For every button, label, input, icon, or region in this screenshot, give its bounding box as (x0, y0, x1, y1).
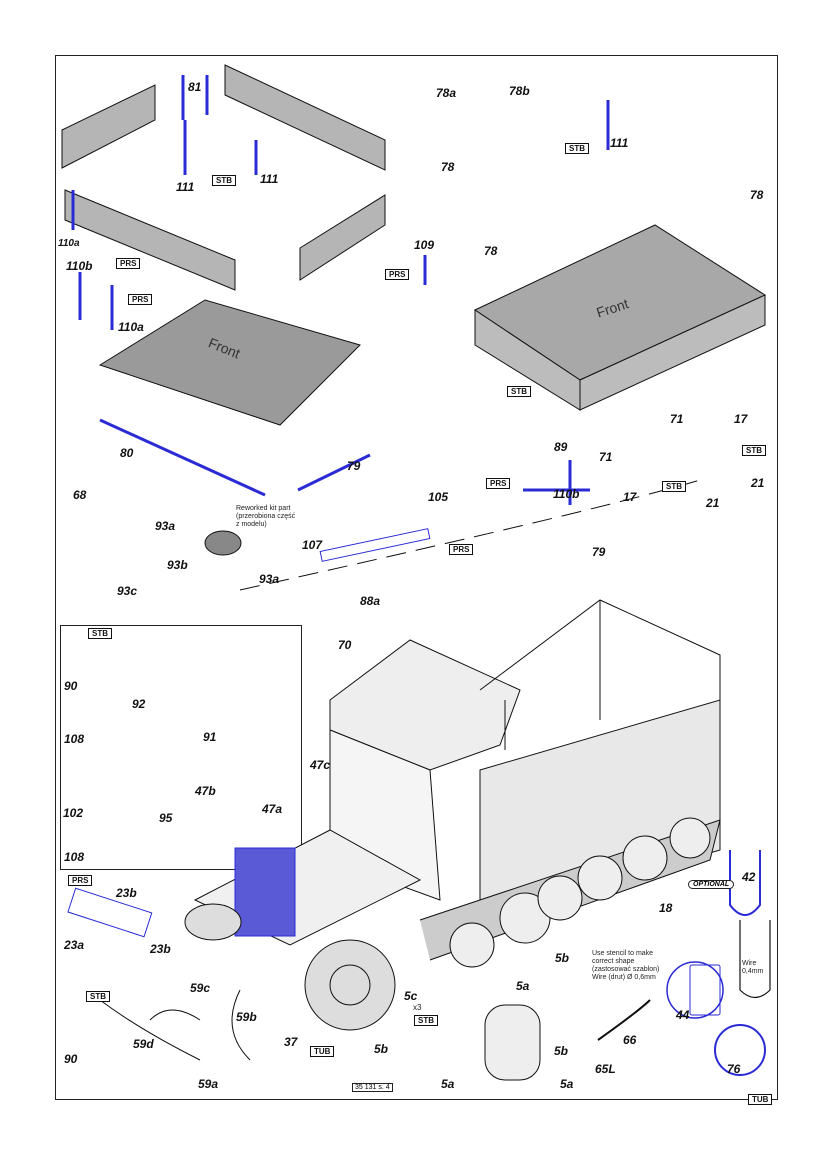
stencil-note: Use stencil to make correct shape (zasto… (592, 950, 660, 981)
part-label: 108 (64, 850, 85, 864)
part-label: 47c (310, 758, 331, 772)
part-label: 47a (262, 802, 283, 816)
part-label: 110b (553, 487, 580, 501)
part-label: 95 (159, 811, 173, 825)
part-label: 105 (428, 490, 449, 504)
part-label: 111 (610, 136, 629, 150)
optional-badge: OPTIONAL (688, 880, 735, 889)
part-label: 102 (63, 806, 84, 820)
part-label: 5a (441, 1077, 455, 1091)
bed-floor (98, 299, 361, 426)
part-label: 93a (259, 572, 280, 586)
part-label: 78a (436, 86, 457, 100)
stb-tag: STB (88, 628, 112, 639)
part-label: 71 (599, 450, 613, 464)
part-label: 23b (150, 942, 171, 956)
part-label: 108 (64, 732, 85, 746)
part-label: 78 (750, 188, 764, 202)
part-label: 76 (727, 1062, 741, 1076)
quantity-label: x3 (413, 1003, 422, 1012)
part-label: 18 (659, 901, 673, 915)
truck-body (184, 599, 721, 1031)
part-label: 93b (167, 558, 188, 572)
part-label: 90 (64, 1052, 78, 1066)
part-label: 80 (120, 446, 134, 460)
part-label: 91 (203, 730, 217, 744)
prs-tag: PRS (68, 875, 93, 886)
part-label: 59b (236, 1010, 257, 1024)
part-label: 111 (176, 180, 195, 194)
tub-tag: TUB (310, 1046, 335, 1057)
part-label: 78b (509, 84, 530, 98)
part-label: 79 (347, 459, 361, 473)
page-code: 35 131 s. 4 (352, 1083, 393, 1092)
part-label: 5c (404, 989, 418, 1003)
prs-tag: PRS (449, 544, 474, 555)
part-label: 5b (554, 1044, 569, 1058)
part-label: 90 (64, 679, 78, 693)
detail-inset-box (60, 625, 302, 870)
stb-tag: STB (662, 481, 686, 492)
stb-tag: STB (507, 386, 531, 397)
part-label: 47b (195, 784, 216, 798)
part-label: 65L (595, 1062, 616, 1076)
part-label: 81 (188, 80, 202, 94)
part-label: 78 (484, 244, 498, 258)
part-label: 109 (414, 238, 435, 252)
part-label: 110a (118, 320, 144, 334)
part-label: 17 (734, 412, 748, 426)
part-label: 66 (623, 1033, 637, 1047)
stb-tag: STB (742, 445, 766, 456)
part-label: 107 (302, 538, 323, 552)
part-label: 110a (58, 238, 80, 249)
part-label: 23a (64, 938, 85, 952)
part-label: 59a (198, 1077, 219, 1091)
part-label: 44 (676, 1008, 690, 1022)
stb-tag: STB (212, 175, 236, 186)
part-label: 5b (555, 951, 570, 965)
part-label: 17 (623, 490, 637, 504)
part-label: 93a (155, 519, 176, 533)
muffler (484, 1004, 541, 1081)
stb-tag: STB (565, 143, 589, 154)
part-label: 42 (742, 870, 756, 884)
part-label: 88a (360, 594, 381, 608)
blue-stakes (71, 75, 610, 505)
stb-tag: STB (414, 1015, 438, 1026)
part-label: 5a (516, 979, 530, 993)
tub-tag: TUB (748, 1094, 773, 1105)
part-label: 23b (116, 886, 137, 900)
part-label: 37 (284, 1035, 298, 1049)
diagram-frame (55, 55, 778, 1100)
reworked-note: Reworked kit part (przerobiona część z m… (236, 505, 296, 528)
part-label: 71 (670, 412, 684, 426)
part-label: 68 (73, 488, 87, 502)
part-label: 93c (117, 584, 138, 598)
part-label: 59d (133, 1037, 154, 1051)
part-label: 5b (374, 1042, 389, 1056)
side-panel-rear (61, 64, 386, 291)
part-label: 89 (554, 440, 568, 454)
prs-tag: PRS (128, 294, 153, 305)
prs-tag: PRS (116, 258, 141, 269)
part-label: 21 (706, 496, 720, 510)
prs-tag: PRS (486, 478, 511, 489)
part-label: 92 (132, 697, 146, 711)
part-label: 21 (751, 476, 765, 490)
part-label: 5a (560, 1077, 574, 1091)
prs-tag: PRS (385, 269, 410, 280)
wire-note: Wire 0,4mm (742, 960, 764, 975)
part-label: 110b (66, 259, 93, 273)
part-label: 78 (441, 160, 455, 174)
part-label: 59c (190, 981, 211, 995)
part-label: 70 (338, 638, 352, 652)
stb-tag: STB (86, 991, 110, 1002)
part-label: 111 (260, 172, 279, 186)
part-label: 79 (592, 545, 606, 559)
